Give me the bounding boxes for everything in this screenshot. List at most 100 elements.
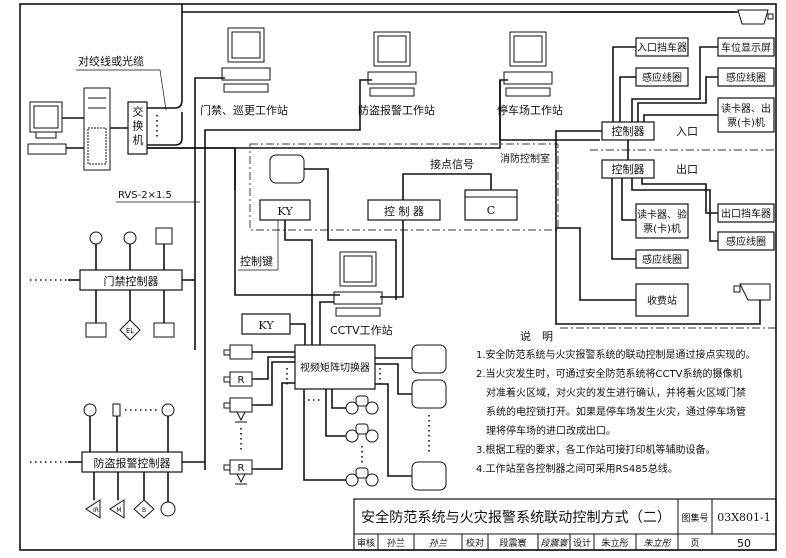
design-label: 设计 — [573, 537, 591, 549]
title-block — [353, 498, 777, 551]
fire-control-room-label: 消防控制室 — [500, 152, 550, 165]
electric-lock-icon — [153, 322, 175, 338]
check-label: 校对 — [466, 537, 484, 549]
ir-detector-icon — [85, 499, 101, 519]
reviewer-name: 孙兰 — [387, 537, 405, 549]
fire-control-room-area — [249, 143, 559, 231]
server-workstation-icon — [27, 87, 111, 171]
ticket-checker-label: 读卡器、验 — [637, 208, 687, 221]
ky-label: KY — [258, 319, 274, 332]
note-line: 1.安全防范系统与火灾报警系统的联动控制是通过接点实现的。 — [476, 348, 756, 361]
monitor-icon — [411, 379, 447, 409]
page-label: 页 — [690, 538, 699, 549]
door-contact-icon — [123, 231, 137, 245]
rvs-cable-label: RVS-2×1.5 — [118, 190, 172, 201]
loop-detector-label: 感应线圈 — [642, 253, 682, 266]
alarm-detector-icon — [83, 403, 97, 417]
cctv-workstation-icon — [333, 251, 383, 317]
cable-label: 对绞线或光缆 — [78, 54, 144, 68]
exit-label: 出口 — [676, 162, 698, 176]
note-line: 2.当火灾发生时，可通过安全防范系统将CCTV系统的摄像机 — [476, 367, 742, 380]
switch-box — [127, 101, 148, 155]
entrance-label: 入口 — [676, 125, 698, 138]
camera-icon — [737, 9, 774, 25]
parking-workstation-label: 停车场工作站 — [497, 103, 563, 117]
ticket-issuer-label: 读卡器、出 — [721, 102, 771, 115]
intrusion-workstation-label: 防盗报警工作站 — [358, 103, 435, 117]
el-label: EL — [126, 327, 134, 335]
control-key-label: 控制键 — [240, 254, 273, 268]
access-controller-label: 门禁控制器 — [104, 274, 159, 288]
contact-signal-label: 接点信号 — [430, 158, 474, 171]
note-line: 系统的电控锁打开。如果是停车场发生火灾，通过停车场管 — [486, 405, 746, 418]
switch-label: 交换机 — [131, 105, 144, 148]
designer-name: 朱立彤 — [601, 537, 628, 549]
access-patrol-workstation-label: 门禁、巡更工作站 — [200, 103, 288, 117]
video-matrix-switcher-box — [294, 344, 376, 390]
fire-controller-box — [367, 199, 441, 221]
recorder-icon — [345, 467, 379, 487]
recorder-icon — [345, 423, 379, 443]
note-line: 理将停车场的进口改成出口。 — [486, 424, 616, 437]
cctv-workstation-label: CCTV工作站 — [330, 323, 393, 337]
loop-detector-label: 感应线圈 — [726, 235, 766, 248]
ky-label: KY — [277, 205, 293, 218]
intrusion-workstation-icon — [367, 31, 417, 97]
note-line: 3.根据工程的要求，各工作站可接打印机等辅助设备。 — [476, 443, 716, 456]
ticket-checker-label: 票(卡)机 — [643, 222, 681, 235]
m-label: M — [116, 507, 121, 514]
fire-alarm-c-box — [464, 189, 518, 221]
camera-r-label: R — [238, 375, 245, 386]
ptz-camera-icon — [223, 397, 253, 423]
note-line: 4.工作站至各控制器之间可采用RS485总线。 — [476, 462, 678, 475]
alarm-lamp-icon — [161, 403, 175, 417]
drawing-title: 安全防范系统与火灾报警系统联动控制方式（二） — [361, 509, 671, 526]
monitor-icon — [269, 154, 305, 184]
notes-heading: 说 明 — [520, 329, 553, 343]
camera-icon — [733, 283, 771, 301]
panic-button-icon — [160, 501, 176, 517]
ticket-issuer-label: 票(卡)机 — [727, 116, 765, 129]
exit-barrier-label: 出口挡车器 — [721, 207, 771, 220]
atlas-number-label: 图集号 — [681, 512, 708, 524]
parking-workstation-icon — [503, 31, 553, 97]
intrusion-controller-label: 防盗报警控制器 — [94, 456, 171, 470]
ticket-issuer-box — [717, 97, 775, 133]
monitor-icon — [411, 461, 447, 491]
ir-label: IR — [93, 507, 99, 514]
access-patrol-workstation-icon — [221, 27, 271, 93]
glass-break-detector-icon — [133, 499, 155, 519]
recorder-icon — [345, 395, 379, 415]
checker-name: 段震寰 — [499, 537, 526, 549]
designer-signature: 朱立彤 — [643, 538, 671, 549]
electric-lock-icon — [85, 322, 107, 338]
card-reader-icon — [89, 231, 103, 245]
monitor-icon — [411, 344, 447, 374]
speaker-icon — [112, 403, 121, 417]
entrance-barrier-label: 入口挡车器 — [637, 41, 687, 54]
loop-detector-label: 感应线圈 — [726, 71, 766, 84]
toll-booth-box — [635, 283, 689, 317]
fire-controller-label: 控 制 器 — [384, 204, 424, 218]
atlas-number: 03X801-1 — [717, 511, 771, 524]
review-label: 审核 — [357, 537, 375, 549]
microwave-detector-icon — [109, 499, 125, 519]
note-line: 对准着火区域，对火灾的发生进行确认，并将着火区域门禁 — [486, 386, 746, 399]
b-label: B — [142, 507, 146, 514]
c-label: C — [487, 204, 495, 217]
space-display-label: 车位显示屏 — [721, 41, 771, 54]
toll-booth-label: 收费站 — [647, 294, 677, 307]
ptz-camera-r-icon — [223, 459, 253, 485]
checker-signature: 段震寰 — [540, 538, 569, 549]
video-matrix-switcher-label: 视频矩阵切换器 — [300, 361, 370, 374]
exit-button-icon — [155, 227, 173, 245]
exit-controller-label: 控制器 — [612, 162, 645, 176]
ticket-checker-box — [635, 203, 689, 239]
el-lock-icon — [119, 319, 141, 341]
camera-r-label: R — [238, 463, 245, 474]
reviewer-signature: 孙兰 — [429, 538, 448, 549]
camera-icon — [223, 344, 253, 360]
entrance-controller-label: 控制器 — [612, 124, 645, 138]
page-number: 50 — [737, 537, 751, 550]
